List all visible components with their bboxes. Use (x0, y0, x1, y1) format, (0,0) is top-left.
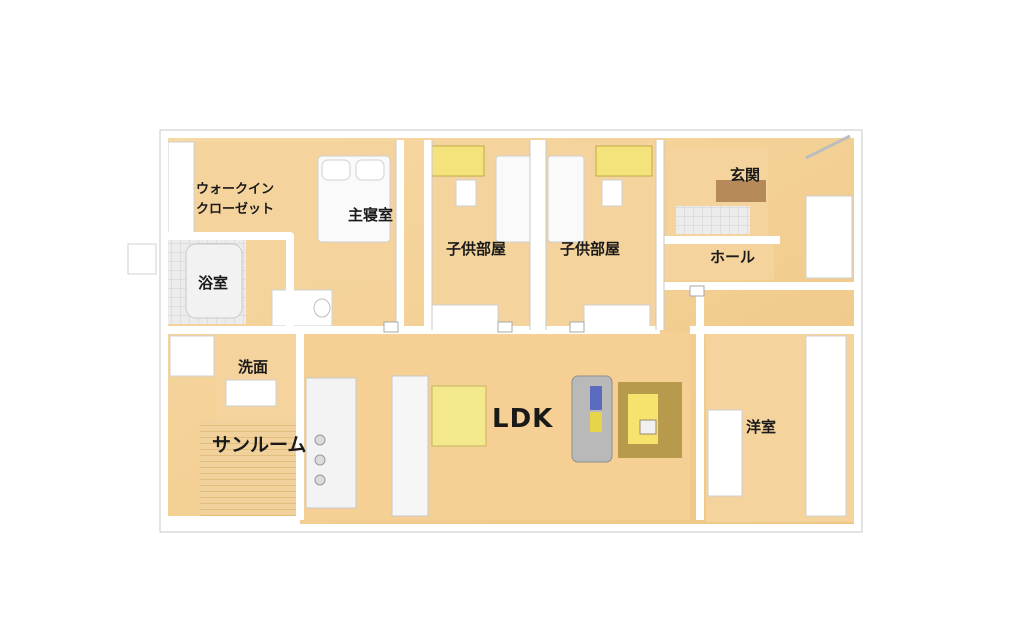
label-entrance: 玄関 (730, 166, 761, 184)
label-ldk: LDK (492, 404, 554, 434)
label-hall: ホール (710, 248, 756, 266)
exterior-line (805, 134, 851, 160)
label-master-bedroom: 主寝室 (348, 206, 394, 224)
label-bathroom: 浴室 (198, 274, 229, 292)
label-sunroom: サンルーム (212, 434, 307, 456)
room-kids-2 (540, 142, 656, 330)
wall-outlines (159, 129, 863, 533)
label-kids-room-2: 子供部屋 (560, 240, 621, 258)
room-western (706, 332, 854, 522)
door-marks (383, 285, 705, 333)
label-kids-room-1: 子供部屋 (446, 240, 507, 258)
label-washroom: 洗面 (238, 358, 269, 376)
label-walk-in-closet: ウォークイン クローゼット (196, 182, 275, 217)
room-ldk (300, 332, 690, 520)
room-entrance-hall (664, 148, 853, 280)
room-bathroom (127, 240, 333, 327)
room-kids-1 (427, 142, 533, 330)
label-western-room: 洋室 (746, 418, 777, 436)
